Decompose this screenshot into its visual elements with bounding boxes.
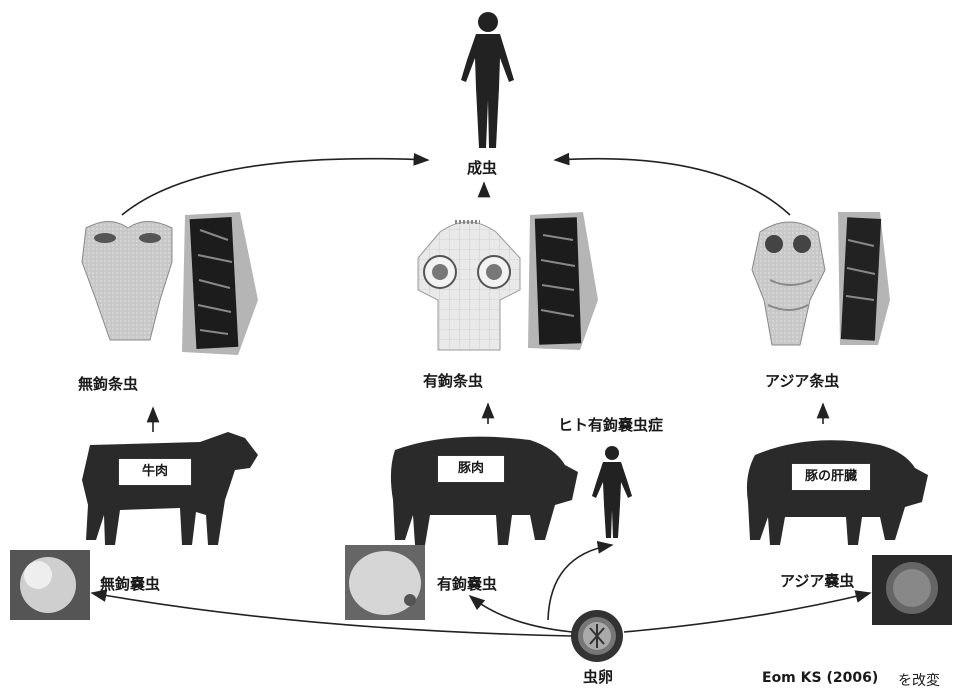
human-cysticercosis-label: ヒト有鉤嚢虫症 [558, 414, 663, 435]
arrow-egg-to-asiatica-cyst [624, 593, 870, 632]
taenia-solium-scolex [418, 222, 520, 350]
taenia-solium-proglottid [528, 212, 598, 350]
adult-human-icon [461, 12, 514, 148]
human-icon [592, 446, 632, 538]
arrow-asiatica-to-adult [555, 159, 790, 215]
beef-box: 牛肉 [118, 458, 192, 486]
cysticercus-bovis-label: 無鉤嚢虫 [100, 573, 160, 594]
taenia-asiatica-proglottid [838, 212, 890, 345]
cysticercus-bovis-photo [10, 550, 90, 620]
pig-icon [747, 440, 928, 545]
taenia-saginata-scolex [82, 222, 172, 341]
taenia-solium-label: 有鉤条虫 [423, 370, 483, 391]
pig-liver-box: 豚の肝臓 [791, 463, 871, 491]
taenia-asiatica-label: アジア条虫 [765, 370, 839, 391]
cysticercus-cellulosae-label: 有鉤嚢虫 [437, 573, 497, 594]
egg-label: 虫卵 [583, 666, 613, 687]
source-citation: Eom KS (2006) [762, 670, 878, 686]
cow-icon [82, 432, 258, 545]
egg-icon [571, 610, 623, 662]
cysticercus-asiatica-photo [872, 555, 952, 625]
pork-box: 豚肉 [437, 455, 505, 483]
adult-worm-label: 成虫 [467, 157, 497, 178]
modified-note: を改変 [898, 670, 940, 690]
taenia-saginata-label: 無鉤条虫 [78, 373, 138, 394]
cysticercus-cellulosae-photo [345, 545, 425, 620]
arrow-egg-to-human [548, 545, 612, 620]
arrow-egg-to-cellulosae [470, 596, 572, 632]
cysticercus-asiatica-label: アジア嚢虫 [780, 570, 854, 591]
pig-icon [391, 437, 578, 545]
arrow-saginata-to-adult [122, 159, 428, 215]
taenia-saginata-proglottid [182, 212, 258, 355]
taenia-asiatica-scolex [752, 222, 825, 345]
